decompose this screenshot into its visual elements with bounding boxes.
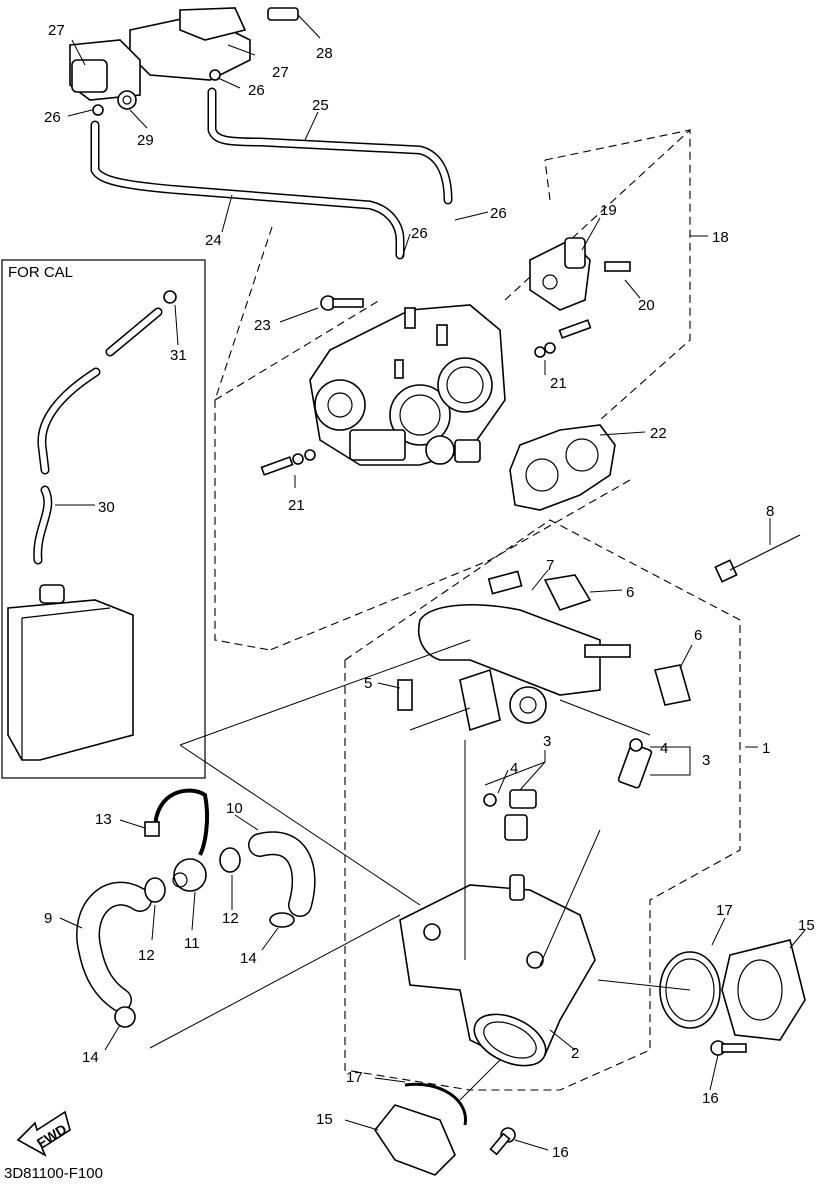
callout-17: 17 — [716, 902, 733, 919]
callout-18: 18 — [712, 229, 729, 246]
callout-12: 12 — [138, 947, 155, 964]
screws-21-left — [260, 449, 316, 476]
callout-12: 12 — [222, 910, 239, 927]
callout-14: 14 — [82, 1049, 99, 1066]
inset-title: FOR CAL — [8, 264, 73, 281]
callout-1: 1 — [762, 740, 770, 757]
fwd-arrow-icon: FWD — [16, 1110, 71, 1157]
callout-14: 14 — [240, 950, 257, 967]
screw-23 — [320, 295, 364, 311]
diagram-code: 3D81100-F100 — [4, 1165, 103, 1182]
leader-lines — [59, 14, 806, 1151]
callout-7: 7 — [546, 557, 554, 574]
gasket-22 — [509, 424, 616, 511]
callout-26: 26 — [248, 82, 265, 99]
callout-30: 30 — [98, 499, 115, 516]
callout-21: 21 — [550, 375, 567, 392]
callout-22: 22 — [650, 425, 667, 442]
callout-23: 23 — [254, 317, 271, 334]
caps-12-14 — [114, 847, 295, 1028]
callout-25: 25 — [312, 97, 329, 114]
callout-3: 3 — [702, 752, 710, 769]
callout-4: 4 — [660, 740, 668, 757]
callout-13: 13 — [95, 811, 112, 828]
callout-19: 19 — [600, 202, 617, 219]
callout-17: 17 — [346, 1069, 363, 1086]
assembly-outline-18 — [214, 128, 691, 651]
callout-26: 26 — [490, 205, 507, 222]
callout-15: 15 — [798, 917, 815, 934]
charcoal-canister — [7, 599, 134, 761]
callout-26: 26 — [44, 109, 61, 126]
callout-3: 3 — [543, 733, 551, 750]
callout-24: 24 — [205, 232, 222, 249]
hose-9 — [76, 881, 152, 1012]
tps-sensor-19 — [529, 237, 631, 311]
hose-24 — [90, 120, 405, 260]
callout-28: 28 — [316, 45, 333, 62]
callout-9: 9 — [44, 910, 52, 927]
callout-6: 6 — [694, 627, 702, 644]
intake-manifold-2 — [399, 874, 596, 1067]
callout-27: 27 — [272, 64, 289, 81]
callout-8: 8 — [766, 503, 774, 520]
callout-11: 11 — [184, 935, 200, 952]
joint-15-right — [659, 939, 806, 1041]
callout-6: 6 — [626, 584, 634, 601]
callout-4: 4 — [510, 760, 518, 777]
hose-10 — [248, 831, 316, 917]
inset-frame — [1, 259, 206, 779]
callout-27: 27 — [48, 22, 65, 39]
sensor-bracket — [69, 7, 299, 116]
clamp-13 — [144, 788, 210, 856]
bolts-16 — [489, 1040, 747, 1156]
inset-for-cal: FOR CAL — [1, 259, 206, 779]
clip-31 — [163, 290, 177, 304]
hose-25 — [207, 87, 453, 205]
callout-2: 2 — [571, 1045, 579, 1062]
injectors — [483, 738, 653, 841]
screws-21-right — [534, 319, 592, 358]
fitting-11 — [172, 858, 207, 892]
joint-15-bottom — [374, 1082, 467, 1176]
callout-21: 21 — [288, 497, 305, 514]
callout-10: 10 — [226, 800, 243, 817]
callout-16: 16 — [552, 1144, 569, 1161]
callout-29: 29 — [137, 132, 154, 149]
assembly-outline-1 — [344, 519, 741, 1091]
callout-26: 26 — [411, 225, 428, 242]
callout-5: 5 — [364, 675, 372, 692]
callout-31: 31 — [170, 347, 187, 364]
callouts: 27 27 28 26 26 26 26 29 25 24 19 18 20 2… — [44, 22, 815, 1161]
callout-15: 15 — [316, 1111, 333, 1128]
callout-16: 16 — [702, 1090, 719, 1107]
callout-20: 20 — [638, 297, 655, 314]
fuel-rail — [397, 534, 801, 732]
throttle-body — [309, 304, 506, 466]
